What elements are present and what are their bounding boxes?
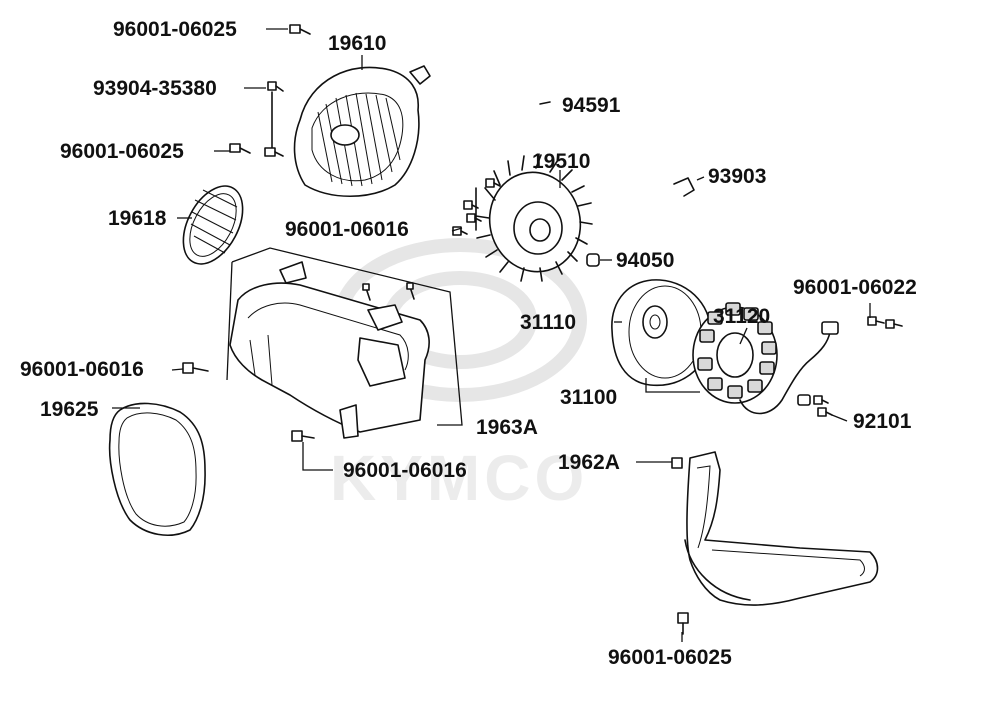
gasket-drawing (108, 402, 206, 536)
flywheel-drawing (611, 279, 712, 387)
part-label: 31100 (560, 386, 617, 409)
part-label: 31110 (520, 311, 576, 334)
part-label: 96001-06016 (285, 218, 409, 241)
part-label: 1962A (558, 451, 620, 474)
shroud-drawing (226, 247, 463, 439)
part-label: 96001-06016 (343, 459, 467, 482)
stator-drawing (692, 302, 839, 415)
part-label: 96001-06016 (20, 358, 144, 381)
lower-cover-drawing (684, 451, 879, 606)
part-label: 93904-35380 (93, 77, 217, 100)
part-label: 19610 (328, 32, 386, 55)
part-label: 93903 (708, 165, 766, 188)
part-label: 96001-06025 (113, 18, 237, 41)
part-label: 96001-06025 (608, 646, 732, 669)
fan-cover-drawing (293, 65, 431, 198)
cooling-fan-drawing (475, 154, 593, 282)
part-label: 19618 (108, 207, 167, 230)
part-label: 96001-06022 (793, 276, 917, 299)
part-label: 96001-06025 (60, 140, 184, 163)
leader-lines (112, 28, 871, 642)
part-label: 19625 (40, 398, 99, 421)
watermark-text: KYMCO (330, 442, 588, 514)
fasteners (182, 24, 903, 635)
part-label: 94591 (562, 94, 621, 117)
part-label: 92101 (853, 410, 912, 433)
part-label: 1963A (476, 416, 538, 439)
part-label: 31120 (713, 305, 770, 328)
fan-screen-drawing (182, 185, 244, 265)
kymco-watermark: KYMCO (330, 238, 588, 514)
part-label: 94050 (616, 249, 674, 272)
part-label: 19510 (532, 150, 590, 173)
part-labels: 96001-06025 19610 93904-35380 94591 9600… (20, 18, 917, 669)
